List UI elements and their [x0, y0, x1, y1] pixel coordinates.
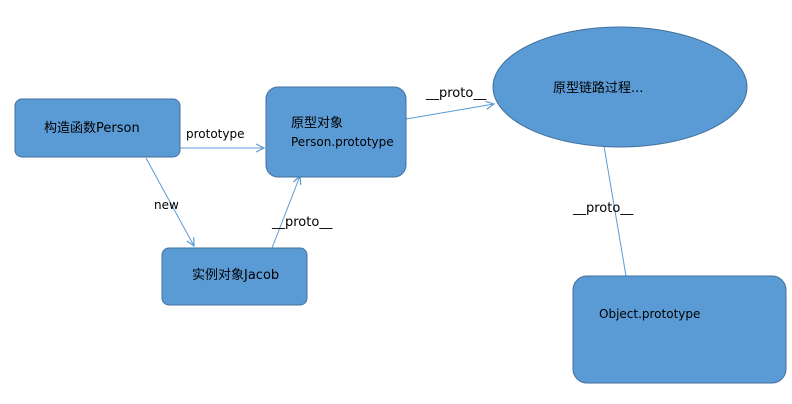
node-prototype-chain[interactable]: 原型链路过程...	[492, 26, 748, 148]
node-instance-label: 实例对象Jacob	[192, 268, 279, 283]
edge-label-new: new	[154, 198, 179, 212]
edge-constructor-to-instance	[145, 157, 194, 246]
node-prototype-label-line2: Person.prototype	[291, 135, 394, 149]
node-prototype-object[interactable]: 原型对象 Person.prototype	[265, 86, 407, 178]
edge-prototype-to-chain	[405, 104, 494, 120]
edge-instance-to-prototype	[271, 176, 300, 249]
node-object-prototype[interactable]: Object.prototype	[572, 275, 787, 384]
edge-label-chain-proto: __proto__	[572, 201, 634, 216]
edge-label-instance-proto: __proto__	[271, 215, 333, 230]
edge-label-prototype: prototype	[186, 127, 244, 141]
node-constructor-person[interactable]: 构造函数Person	[14, 98, 181, 158]
node-prototype-label-line1: 原型对象	[291, 116, 343, 131]
node-chain-label: 原型链路过程...	[553, 80, 643, 96]
node-instance-jacob[interactable]: 实例对象Jacob	[161, 247, 308, 306]
node-object-label: Object.prototype	[599, 307, 700, 321]
edge-label-prototype-proto: __proto__	[425, 86, 487, 101]
edge-chain-to-object	[603, 145, 627, 277]
node-constructor-label: 构造函数Person	[44, 121, 140, 136]
